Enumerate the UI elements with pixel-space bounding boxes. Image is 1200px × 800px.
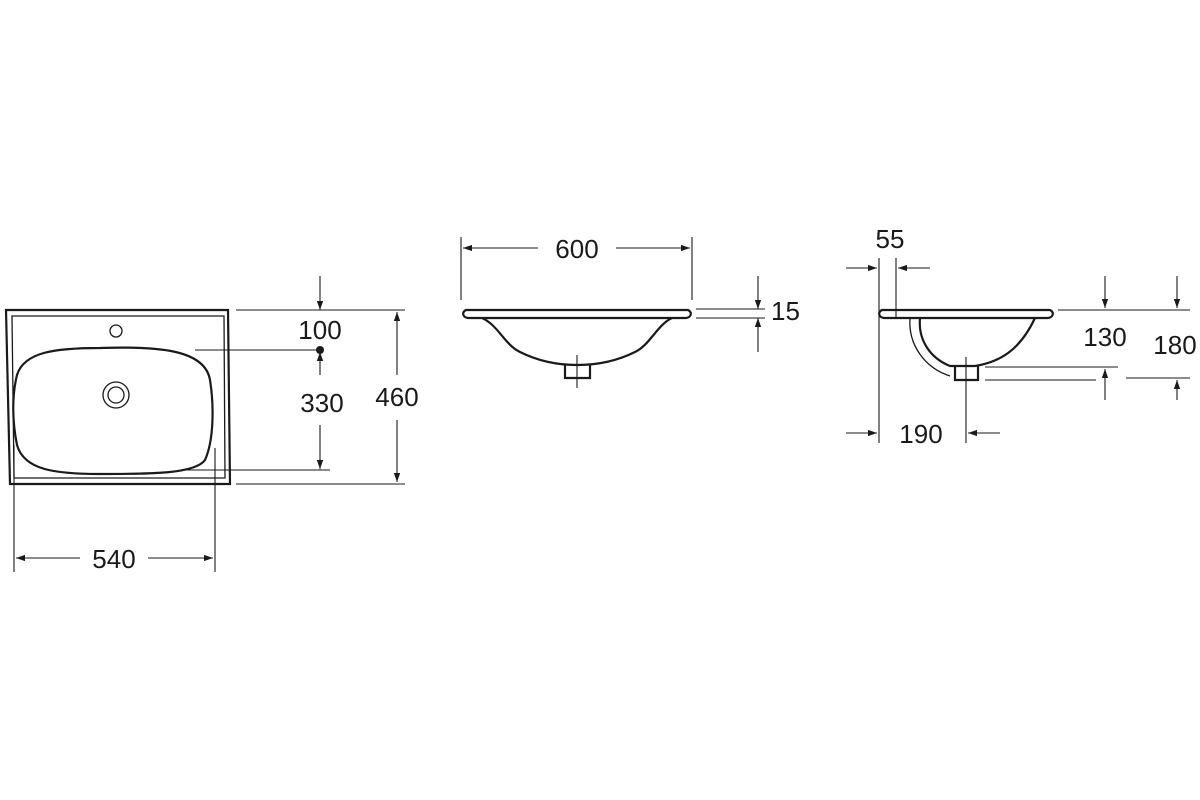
- front-view: 600 15: [460, 234, 800, 388]
- dim-600-label: 600: [555, 234, 598, 264]
- side-bowl: [918, 317, 1036, 368]
- dim-15-label: 15: [771, 296, 800, 326]
- drain-inner: [107, 386, 125, 404]
- side-rim: [878, 308, 1054, 320]
- front-rim: [462, 308, 692, 320]
- dim-180-label: 180: [1153, 330, 1196, 360]
- basin-inner-outline: [11, 315, 226, 479]
- dim-460-label: 460: [375, 382, 418, 412]
- side-view: 55 190 130 180: [846, 224, 1197, 449]
- dim-55-label: 55: [876, 224, 905, 254]
- dim-330-label: 330: [300, 388, 343, 418]
- dim-190-label: 190: [899, 419, 942, 449]
- dim-540-label: 540: [92, 544, 135, 574]
- bowl-outline: [12, 346, 214, 476]
- basin-outline: [4, 308, 232, 486]
- dim-130-label: 130: [1083, 322, 1126, 352]
- top-view: 100 330 460 540: [4, 276, 419, 574]
- tap-hole: [109, 324, 123, 338]
- side-bowl-inner: [909, 317, 951, 377]
- dim-100-label: 100: [298, 315, 341, 345]
- drain-outer: [102, 381, 130, 409]
